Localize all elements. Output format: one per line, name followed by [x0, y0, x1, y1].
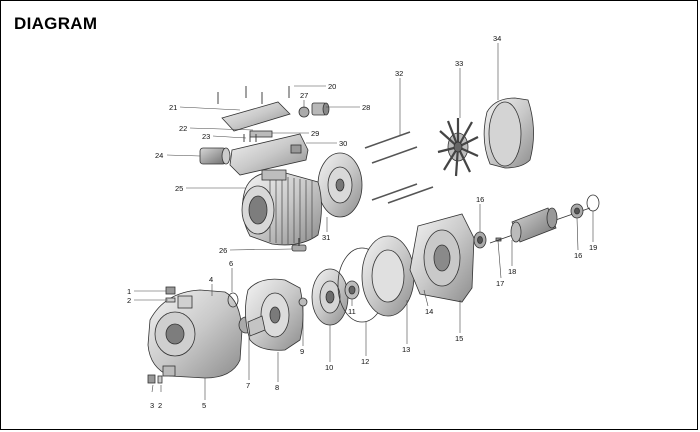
- tie-rods: [364, 131, 434, 204]
- callout-31: 31: [322, 233, 330, 242]
- motor-rear-cover: [317, 152, 363, 218]
- cable-gland-nut: [298, 106, 310, 118]
- callout-22: 22: [179, 124, 187, 133]
- terminal-box-gland: [290, 144, 302, 154]
- bearing-rear: [570, 203, 584, 219]
- foot-screw: [291, 238, 307, 252]
- callout-16-rear: 16: [574, 251, 582, 260]
- fan-cover: [483, 97, 534, 169]
- cooling-fan: [437, 118, 479, 177]
- callout-24: 24: [155, 151, 163, 160]
- callout-12: 12: [361, 357, 369, 366]
- callout-9: 9: [300, 347, 304, 356]
- impeller: [311, 268, 349, 326]
- callout-26: 26: [219, 246, 227, 255]
- callout-21: 21: [169, 103, 177, 112]
- callout-2-top: 2: [127, 296, 131, 305]
- cover-screws: [217, 86, 290, 104]
- callout-30: 30: [339, 139, 347, 148]
- callout-8: 8: [275, 383, 279, 392]
- seal-washer-bottom: [157, 375, 163, 384]
- callout-6: 6: [229, 259, 233, 268]
- callout-28: 28: [362, 103, 370, 112]
- plug-bottom: [147, 374, 156, 384]
- seal-plate: [361, 235, 415, 317]
- callout-4: 4: [209, 275, 213, 284]
- callout-17: 17: [496, 279, 504, 288]
- callout-3: 3: [150, 401, 154, 410]
- callout-1: 1: [127, 287, 131, 296]
- terminal-box: [229, 133, 309, 176]
- callout-19: 19: [589, 243, 597, 252]
- diagram-title: DIAGRAM: [14, 14, 98, 33]
- callout-34: 34: [493, 34, 501, 43]
- callout-23: 23: [202, 132, 210, 141]
- callout-18: 18: [508, 267, 516, 276]
- callout-10: 10: [325, 363, 333, 372]
- ring-9: [298, 297, 308, 307]
- motor-bracket: [409, 213, 475, 303]
- callout-5: 5: [202, 401, 206, 410]
- terminal-board: [249, 130, 273, 138]
- bearing-front: [473, 231, 487, 249]
- callout-29: 29: [311, 129, 319, 138]
- pump-body: [147, 289, 254, 379]
- leader-lines: [134, 43, 594, 400]
- callout-20: 20: [328, 82, 336, 91]
- callout-32: 32: [395, 69, 403, 78]
- callout-11: 11: [348, 307, 356, 316]
- plug-top: [165, 286, 176, 295]
- callout-13: 13: [402, 345, 410, 354]
- o-ring-6: [227, 292, 239, 308]
- callout-labels: 1 2 3 2 4 5 6 7 8 9 10 11 12 13 14 15 16…: [127, 34, 597, 410]
- cable-gland: [311, 102, 330, 116]
- callout-16-front: 16: [476, 195, 484, 204]
- callout-25: 25: [175, 184, 183, 193]
- capacitor: [199, 147, 231, 165]
- callout-7: 7: [246, 381, 250, 390]
- callout-33: 33: [455, 59, 463, 68]
- compensating-ring: [586, 194, 600, 212]
- callout-15: 15: [455, 334, 463, 343]
- ejector: [247, 315, 266, 337]
- callout-27: 27: [300, 91, 308, 100]
- diffuser: [245, 278, 304, 351]
- mechanical-seal: [344, 280, 360, 300]
- callout-2-bottom: 2: [158, 401, 162, 410]
- rotor-shaft: [489, 207, 591, 244]
- terminal-cover: [221, 101, 291, 132]
- callout-14: 14: [425, 307, 433, 316]
- motor-housing: [241, 169, 322, 246]
